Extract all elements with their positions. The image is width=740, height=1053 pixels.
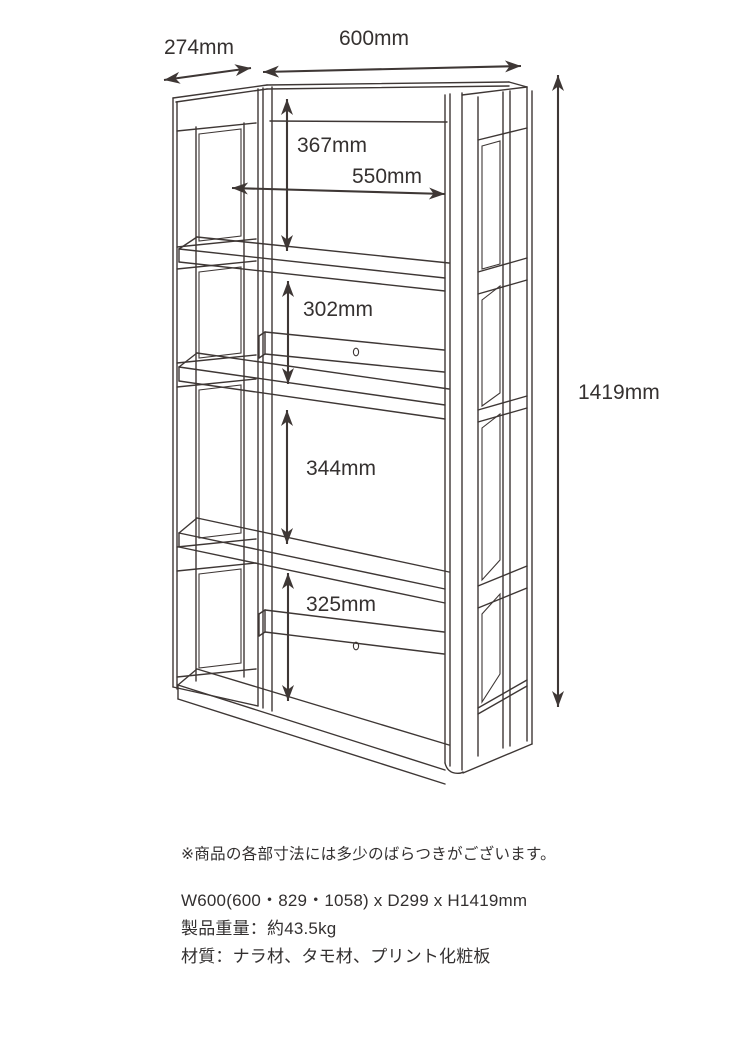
width-arrow <box>262 60 522 78</box>
size-spec-text: W600(600・829・1058) x D299 x H1419mm <box>181 891 528 910</box>
space3-dimension-label: 344mm <box>306 457 376 480</box>
space2-dimension-label: 302mm <box>303 298 373 321</box>
space4-dimension-label: 325mm <box>306 593 376 616</box>
back-rail-bottom <box>258 609 445 655</box>
screw-hole <box>352 347 360 357</box>
screw-hole <box>352 641 360 651</box>
shelf-board-2 <box>178 352 450 420</box>
depth-arrow <box>163 64 252 84</box>
product-spec-notes: ※商品の各部寸法には多少のばらつきがございます。 W600(600・829・10… <box>181 845 556 971</box>
inner-width-arrow <box>231 182 446 200</box>
top-board <box>266 81 528 123</box>
back-rail-shelf-2 <box>258 331 445 373</box>
space1-dimension-label: 367mm <box>297 134 367 157</box>
material-spec-text: 材質：ナラ材、タモ材、プリント化粧板 <box>181 947 491 966</box>
height-dimension-label: 1419mm <box>578 381 660 404</box>
shelf-board-1 <box>178 236 450 292</box>
inner-width-dimension-label: 550mm <box>352 165 422 188</box>
depth-dimension-label: 274mm <box>164 36 234 59</box>
shelf-dimension-diagram: 274mm 600mm 1419mm 550mm 367mm 302mm 344… <box>163 27 660 785</box>
dimension-arrows <box>163 60 564 707</box>
front-right-post <box>444 92 464 774</box>
shelf-board-3 <box>178 517 450 604</box>
bottom-board <box>177 668 450 785</box>
width-dimension-label: 600mm <box>339 27 409 50</box>
dimension-disclaimer-text: ※商品の各部寸法には多少のばらつきがございます。 <box>181 846 556 863</box>
weight-spec-text: 製品重量：約43.5kg <box>181 919 337 938</box>
right-side-panel <box>461 86 533 774</box>
left-side-panel <box>172 84 268 707</box>
